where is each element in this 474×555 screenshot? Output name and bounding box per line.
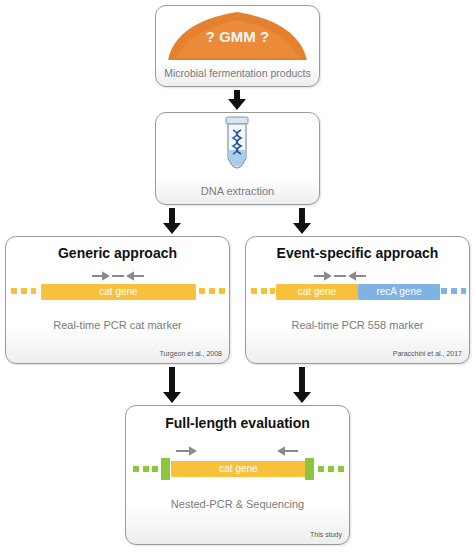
- node-text: Real-time PCR cat marker: [6, 319, 229, 332]
- node-title: Full-length evaluation: [126, 415, 349, 431]
- method-box: Event-specific approachReal-time PCR 558…: [245, 236, 470, 364]
- node-text: Turgeon et al., 2008: [6, 350, 229, 358]
- step-box: DNA extraction: [155, 112, 320, 205]
- node-title: Event-specific approach: [246, 245, 469, 261]
- gene-bar: cat gene: [41, 284, 196, 300]
- node-title: cat gene: [41, 286, 196, 298]
- node-text: Real-time PCR 558 marker: [246, 319, 469, 332]
- flow-arrow: [293, 367, 311, 403]
- gene-bar: cat gene: [276, 284, 358, 300]
- method-box: Generic approachReal-time PCR cat marker…: [5, 236, 230, 364]
- node-text: Paracchini et al., 2017: [246, 350, 469, 358]
- node-text: This study: [126, 531, 349, 539]
- node-title: ? GMM ?: [156, 28, 319, 45]
- node-title: cat gene: [171, 463, 306, 475]
- flow-arrow: [163, 367, 181, 403]
- node-title: DNA extraction: [156, 185, 319, 198]
- gene-bar: recA gene: [358, 284, 440, 300]
- node-title: Generic approach: [6, 245, 229, 261]
- node-title: cat gene: [276, 286, 358, 298]
- source-box: ? GMM ? Microbial fermentation products: [155, 5, 320, 87]
- gene-bar: cat gene: [171, 461, 306, 477]
- flow-arrow: [163, 208, 181, 234]
- flow-arrow: [228, 90, 246, 110]
- evaluation-box: Full-length evaluationNested-PCR & Seque…: [125, 405, 350, 545]
- node-text: Microbial fermentation products: [156, 67, 319, 79]
- node-title: recA gene: [358, 286, 440, 298]
- node-text: Nested-PCR & Sequencing: [126, 498, 349, 511]
- flow-arrow: [293, 208, 311, 234]
